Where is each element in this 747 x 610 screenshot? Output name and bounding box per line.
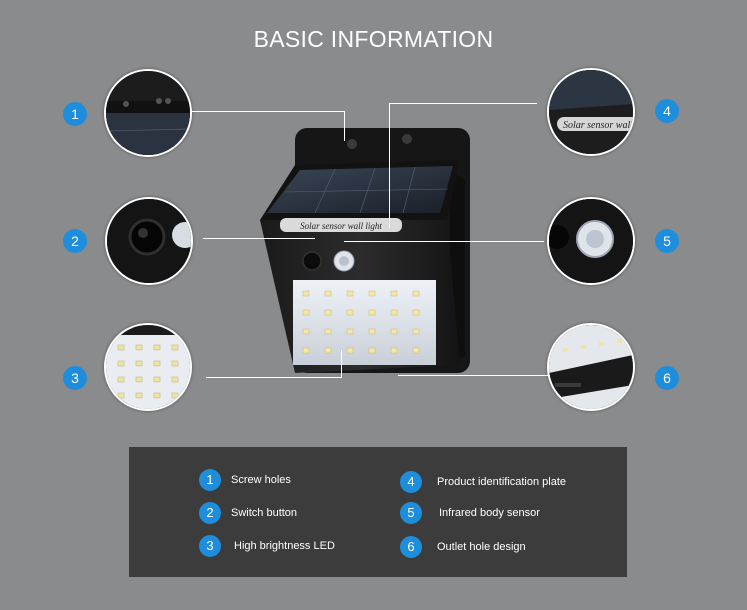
led-dot bbox=[346, 347, 354, 354]
led-dot bbox=[368, 309, 376, 316]
led-dot bbox=[368, 347, 376, 354]
legend-label: Screw holes bbox=[231, 474, 291, 486]
legend-number: 5 bbox=[400, 502, 422, 524]
led-panel bbox=[293, 280, 436, 365]
led-dot bbox=[324, 328, 332, 335]
zoom-led bbox=[104, 323, 192, 411]
connector-line-3 bbox=[206, 377, 342, 378]
led-dot bbox=[171, 392, 179, 399]
led-dot bbox=[324, 347, 332, 354]
badge-3: 3 bbox=[63, 366, 87, 390]
badge-5: 5 bbox=[655, 229, 679, 253]
led-dot bbox=[302, 290, 310, 297]
legend-label: Product identification plate bbox=[437, 476, 567, 488]
zoom-outlet-hole bbox=[547, 323, 635, 411]
zoom-product-label: Solar sensor wall light bbox=[563, 120, 633, 131]
led-dot bbox=[117, 392, 125, 399]
led-dot bbox=[135, 360, 143, 367]
legend-item-identification-plate: 4 Product identification plate bbox=[400, 470, 566, 494]
led-dot bbox=[412, 309, 420, 316]
led-dot bbox=[390, 347, 398, 354]
connector-line-6 bbox=[398, 375, 550, 376]
connector-line-1 bbox=[190, 111, 345, 112]
legend-item-switch-button: 2 Switch button bbox=[199, 501, 297, 525]
led-dot bbox=[390, 290, 398, 297]
legend-number: 6 bbox=[400, 536, 422, 558]
led-dot bbox=[412, 290, 420, 297]
led-dot bbox=[412, 328, 420, 335]
legend-label: Infrared body sensor bbox=[439, 507, 540, 519]
led-dot bbox=[368, 328, 376, 335]
legend-number: 4 bbox=[400, 471, 422, 493]
led-dot bbox=[368, 290, 376, 297]
screw-hole bbox=[347, 139, 357, 149]
led-dot bbox=[599, 342, 604, 346]
led-dot bbox=[117, 360, 125, 367]
led-dot bbox=[346, 328, 354, 335]
led-dot bbox=[563, 348, 568, 352]
led-dot bbox=[390, 309, 398, 316]
led-dot bbox=[617, 339, 622, 343]
led-dot bbox=[171, 344, 179, 351]
led-dot bbox=[117, 376, 125, 383]
connector-line-1-drop bbox=[344, 111, 345, 141]
product-label: Solar sensor wall light bbox=[300, 221, 382, 231]
led-dot bbox=[135, 344, 143, 351]
legend-label: High brightness LED bbox=[234, 540, 335, 552]
led-dot bbox=[346, 290, 354, 297]
identification-plate bbox=[280, 218, 402, 232]
legend-number: 1 bbox=[199, 469, 221, 491]
connector-line-4 bbox=[389, 103, 537, 104]
led-dot bbox=[171, 376, 179, 383]
led-dot bbox=[117, 344, 125, 351]
connector-line-4-drop bbox=[389, 103, 390, 228]
badge-4: 4 bbox=[655, 99, 679, 123]
led-dot bbox=[153, 376, 161, 383]
led-dot bbox=[153, 344, 161, 351]
led-dot bbox=[135, 392, 143, 399]
legend-number: 3 bbox=[199, 535, 221, 557]
legend-item-outlet-hole: 6 Outlet hole design bbox=[400, 535, 526, 559]
legend-item-high-brightness-led: 3 High brightness LED bbox=[199, 534, 335, 558]
legend-item-screw-holes: 1 Screw holes bbox=[199, 468, 291, 492]
led-dot bbox=[581, 345, 586, 349]
badge-1: 1 bbox=[63, 102, 87, 126]
led-dot bbox=[153, 360, 161, 367]
legend-label: Switch button bbox=[231, 507, 298, 519]
led-dot bbox=[346, 309, 354, 316]
connector-line-5 bbox=[344, 241, 544, 242]
badge-2: 2 bbox=[63, 229, 87, 253]
led-dot bbox=[390, 328, 398, 335]
screw-hole bbox=[402, 134, 412, 144]
zoom-switch-button bbox=[105, 197, 193, 285]
legend-panel: 1 Screw holes 2 Switch button 3 High bri… bbox=[129, 447, 627, 577]
led-dot bbox=[153, 392, 161, 399]
legend-item-infrared-sensor: 5 Infrared body sensor bbox=[400, 501, 540, 525]
led-dot bbox=[412, 347, 420, 354]
page-title: BASIC INFORMATION bbox=[253, 26, 494, 52]
badge-6: 6 bbox=[655, 366, 679, 390]
zoom-identification-plate: Solar sensor wall light bbox=[547, 68, 635, 156]
led-dot bbox=[324, 309, 332, 316]
legend-label: Outlet hole design bbox=[437, 541, 526, 553]
connector-line-3-rise bbox=[341, 350, 342, 378]
zoom-screw-holes bbox=[104, 69, 192, 157]
product-image: Solar sensor wall light bbox=[260, 128, 470, 373]
led-dot bbox=[302, 347, 310, 354]
led-dot bbox=[324, 290, 332, 297]
led-grid bbox=[302, 290, 420, 354]
zoom-infrared-sensor bbox=[547, 197, 635, 285]
connector-line-2 bbox=[203, 238, 315, 239]
led-dot bbox=[171, 360, 179, 367]
switch-button bbox=[302, 251, 322, 271]
led-dot bbox=[302, 309, 310, 316]
legend-number: 2 bbox=[199, 502, 221, 524]
led-dot bbox=[302, 328, 310, 335]
led-dot bbox=[135, 376, 143, 383]
